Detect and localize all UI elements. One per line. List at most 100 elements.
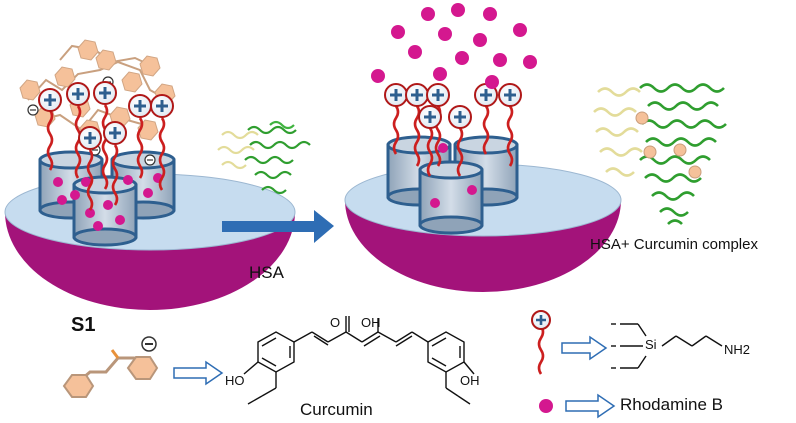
curcumin-hexagon	[121, 71, 143, 93]
rhodamine-label: Rhodamine B	[620, 395, 724, 414]
opened-pores	[386, 135, 519, 235]
process-arrow	[222, 210, 334, 243]
silicon-label: Si	[645, 337, 657, 352]
curcumin-hexagon	[54, 66, 76, 88]
aminopropyl-chain	[158, 117, 166, 191]
rhodamine-dot	[57, 195, 67, 205]
rhodamine-dot	[438, 27, 452, 41]
aminopropyl-chain	[136, 117, 144, 179]
pore	[72, 175, 138, 247]
rhodamine-dot	[391, 25, 405, 39]
curcumin-hexagon	[19, 79, 41, 101]
plus-icon	[103, 121, 127, 145]
opened-nanoparticle	[344, 3, 622, 292]
enol-oh-label: OH	[361, 315, 381, 330]
pore	[418, 160, 484, 235]
rhodamine-dot	[483, 7, 497, 21]
curcumin-bead	[673, 143, 687, 157]
rhodamine-dot	[430, 198, 440, 208]
legend-arrow-rhodamine	[565, 393, 616, 419]
hsa-label: HSA	[249, 263, 284, 282]
curcumin-bead	[635, 111, 649, 125]
plus-icon	[405, 83, 429, 107]
curcumin-hexagon	[95, 49, 117, 71]
plus-icon	[150, 94, 174, 118]
curcumin-hexagon	[139, 55, 161, 77]
rhodamine-dot	[103, 200, 113, 210]
aminopropyl-chain	[101, 104, 109, 190]
plus-icon	[531, 310, 551, 330]
rhodamine-dot	[421, 7, 435, 21]
complex-label: HSA+ Curcumin complex	[590, 236, 758, 253]
rhodamine-dot	[438, 143, 448, 153]
rhodamine-dot	[123, 175, 133, 185]
rhodamine-dot	[371, 69, 385, 83]
rhodamine-dot	[451, 3, 465, 17]
curcumin-hexagon	[62, 374, 95, 398]
rhodamine-dot	[455, 51, 469, 65]
opened-ammonium-heads	[384, 83, 522, 129]
plus-icon	[93, 81, 117, 105]
aminopropylsilane-structure	[611, 323, 723, 369]
rhodamine-dot	[85, 208, 95, 218]
plus-icon	[66, 82, 90, 106]
rhodamine-dot	[93, 221, 103, 231]
s1-label: S1	[71, 314, 96, 336]
gate-legend	[531, 310, 723, 375]
legend-arrow-gate	[561, 335, 608, 361]
aminopropyl-chain	[456, 127, 464, 177]
oh-right-label: OH	[460, 373, 480, 388]
aminopropyl-chain	[413, 105, 421, 167]
rhodamine-dot	[53, 177, 63, 187]
keto-oxygen-label: O	[330, 315, 341, 330]
rhodamine-legend	[539, 393, 616, 419]
aminopropyl-chain	[482, 105, 490, 155]
curcumin-structure	[243, 316, 475, 405]
curcumin-hexagon	[77, 39, 99, 61]
minus-icon	[27, 104, 39, 116]
rhodamine-dot	[473, 33, 487, 47]
rhodamine-dot	[523, 55, 537, 69]
plus-icon	[498, 83, 522, 107]
rhodamine-dot	[513, 23, 527, 37]
hsa-protein	[217, 120, 311, 195]
hsa-curcumin-complex	[593, 83, 727, 225]
ho-left-label: HO	[225, 373, 245, 388]
s1-pores	[38, 150, 176, 247]
aminopropyl-chain	[74, 105, 82, 179]
aminopropyl-chain	[111, 144, 119, 206]
plus-icon	[128, 94, 152, 118]
released-rhodamine-dyes	[371, 3, 537, 89]
plus-icon	[418, 105, 442, 129]
rhodamine-dot	[143, 188, 153, 198]
pore-residual-dyes	[430, 143, 477, 208]
rhodamine-dot	[493, 53, 507, 67]
legend-arrow-curcumin	[173, 360, 224, 386]
s1-ammonium-gates	[46, 104, 166, 211]
curcumin-label: Curcumin	[300, 400, 373, 419]
s1-rhodamine-dyes	[53, 173, 163, 231]
curcumin-bead	[688, 165, 702, 179]
plus-icon	[78, 126, 102, 150]
aminopropyl-chain	[426, 127, 434, 177]
curcumin-bead	[643, 145, 657, 159]
rhodamine-dot	[115, 215, 125, 225]
s1-ammonium-heads	[38, 81, 174, 150]
amine-label: NH2	[724, 342, 751, 357]
plus-icon	[384, 83, 408, 107]
rhodamine-dot	[485, 75, 499, 89]
plus-icon	[38, 88, 62, 112]
aminopropyl-chain	[86, 149, 94, 211]
aminopropyl-chain	[46, 109, 54, 171]
rhodamine-dot	[433, 67, 447, 81]
plus-icon	[448, 105, 472, 129]
curcumin-network-legend	[62, 336, 159, 398]
rhodamine-dot	[408, 45, 422, 59]
rhodamine-dot	[70, 190, 80, 200]
plus-icon	[426, 83, 450, 107]
rhodamine-dot	[539, 399, 553, 413]
rhodamine-dot	[467, 185, 477, 195]
aminopropyl-chain	[506, 105, 514, 167]
aminopropyl-chain	[392, 105, 400, 155]
